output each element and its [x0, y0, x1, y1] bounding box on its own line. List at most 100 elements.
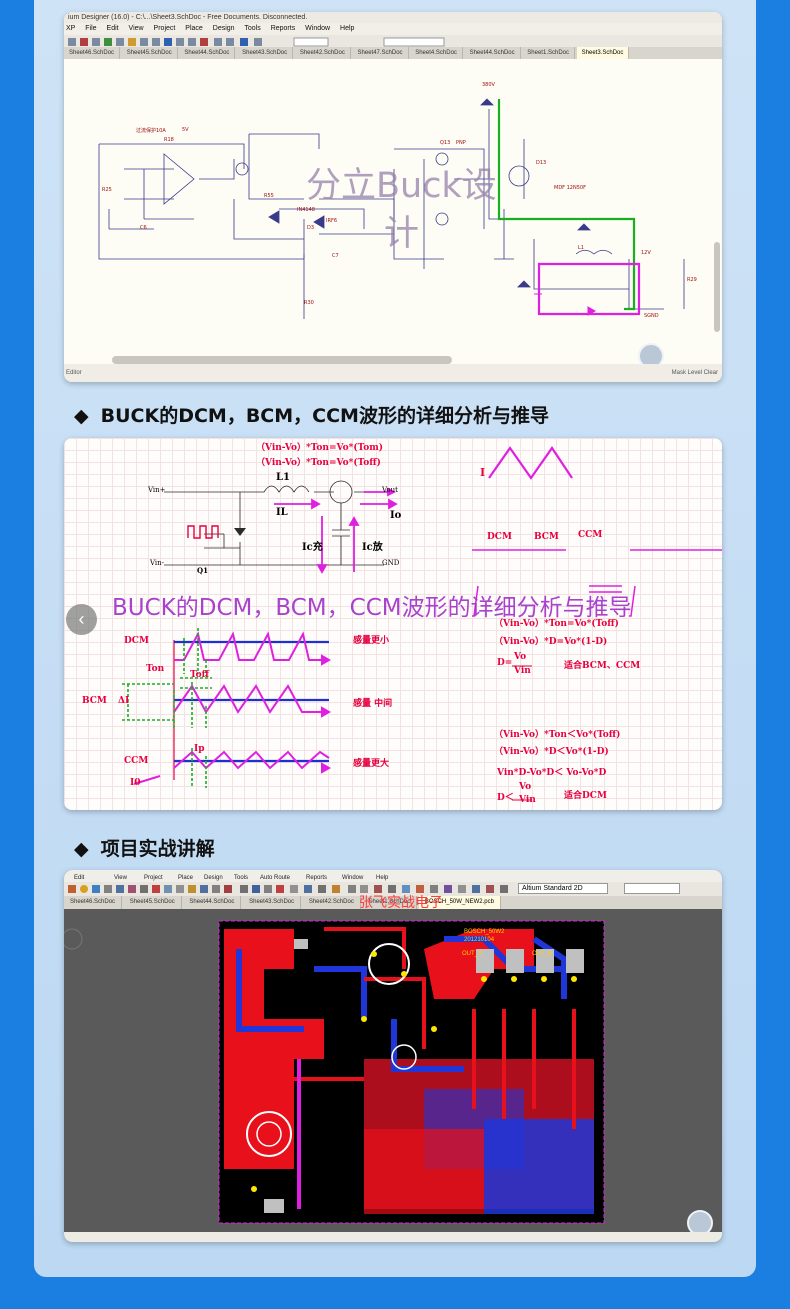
svg-text:R30: R30 — [304, 300, 314, 306]
menu-project[interactable]: Project — [153, 25, 176, 32]
menu-file[interactable]: File — [85, 25, 97, 32]
menu-tools[interactable]: Tools — [244, 25, 261, 32]
status-mask-level[interactable]: Mask Level Clear — [671, 370, 718, 376]
svg-text:D13: D13 — [536, 160, 546, 166]
svg-text:12V: 12V — [641, 250, 651, 256]
eq-dcm-3: Vin*D-Vo*D＜ Vo-Vo*D — [497, 768, 607, 778]
pcb-tab-sheet43[interactable]: Sheet43.SchDoc — [243, 896, 302, 909]
svg-text:R18: R18 — [164, 137, 174, 143]
vertical-scrollbar[interactable] — [714, 242, 720, 332]
document-tabs: Sheet46.SchDoc Sheet45.SchDoc Sheet44.Sc… — [64, 47, 722, 59]
menu-view[interactable]: View — [128, 25, 144, 32]
eq-top-1: （Vin-Vo）*Ton=Vo*(Tom) — [256, 443, 384, 453]
title-overlay: BUCK的DCM，BCM，CCM波形的详细分析与推导 — [112, 595, 632, 621]
menu-xp[interactable]: XP — [66, 25, 76, 32]
tab-sheet43[interactable]: Sheet43.SchDoc — [237, 47, 294, 59]
delta-i-label: ΔI — [118, 696, 130, 706]
chat-bubble-icon[interactable] — [687, 1210, 713, 1236]
pcb-menu-items: Edit View Project Place Design Tools Aut… — [74, 875, 389, 881]
svg-text:SGND: SGND — [644, 313, 659, 319]
vin-plus-label: Vin+ — [148, 486, 166, 494]
tab-sheet1[interactable]: Sheet1.SchDoc — [522, 47, 575, 59]
inductance-small: 感量更小 — [353, 636, 390, 646]
ic-charge-label: Ic充 — [302, 542, 323, 553]
pcb-tab-sheet42[interactable]: Sheet42.SchDoc — [303, 896, 361, 909]
tab-sheet47[interactable]: Sheet47.SchDoc — [353, 47, 409, 59]
menu-bar: XP File Edit View Project Place Design T… — [64, 23, 722, 35]
ccm-label: CCM — [124, 756, 149, 766]
vin-minus-label: Vin- — [150, 559, 165, 567]
pcb-tab-sheet1[interactable]: Sheet1.SchDoc — [363, 896, 418, 909]
tab-sheet45[interactable]: Sheet45.SchDoc — [122, 47, 178, 59]
eq-duty: D= — [497, 658, 513, 668]
svg-text:R29: R29 — [687, 277, 697, 283]
svg-text:R25: R25 — [102, 187, 112, 193]
previous-slide-button[interactable]: ‹ — [66, 604, 97, 635]
menu-window[interactable]: Window — [305, 25, 331, 32]
svg-text:IN4148: IN4148 — [297, 207, 315, 213]
eq-top-2: （Vin-Vo）*Ton=Vo*(Toff) — [256, 458, 381, 468]
tab-sheet42[interactable]: Sheet42.SchDoc — [295, 47, 351, 59]
pcb-tab-sheet44[interactable]: Sheet44.SchDoc — [183, 896, 242, 909]
ic-discharge-label: Ic放 — [362, 542, 383, 553]
svg-text:过流保护10A: 过流保护10A — [136, 127, 166, 134]
svg-text:380V: 380V — [482, 82, 496, 88]
menu-reports[interactable]: Reports — [270, 25, 296, 32]
tab-sheet3[interactable]: Sheet3.SchDoc — [576, 47, 630, 59]
inductance-large: 感量更大 — [353, 759, 390, 769]
section-heading-buck: ◆ BUCK的DCM，BCM，CCM波形的详细分析与推导 — [74, 401, 549, 428]
pcb-menu-view: View — [114, 875, 128, 881]
pcb-menu-place: Place — [178, 875, 194, 881]
i0-label: I0 — [130, 778, 141, 788]
pcb-tab-bosch[interactable]: BOSCH_50W_NEW2.pcb — [418, 896, 501, 909]
eq-dcm-2: （Vin-Vo）*D＜Vo*(1-D) — [494, 747, 609, 757]
toolbar-dropdown[interactable] — [624, 883, 680, 894]
buck-circuit-drawing — [122, 446, 722, 801]
pcb-menu-auto-route: Auto Route — [260, 875, 291, 881]
eq-volt-second-1: （Vin-Vo）*Ton=Vo*(Toff) — [494, 619, 619, 629]
tab-sheet4[interactable]: Sheet4.SchDoc — [410, 47, 463, 59]
pcb-tab-sheet46[interactable]: Sheet46.SchDoc — [64, 896, 123, 909]
toolbar-icons[interactable] — [64, 36, 722, 48]
pcb-menu-design: Design — [204, 875, 223, 881]
menu-edit[interactable]: Edit — [106, 25, 119, 32]
pcb-menu-reports: Reports — [306, 875, 327, 881]
pcb-board-canvas[interactable]: BOSCH_50W2 201210104 OUT_A OUT_B — [64, 909, 722, 1232]
bcm-label: BCM — [82, 696, 107, 706]
board-label-2: 201210104 — [464, 937, 495, 943]
mode-bcm: BCM — [534, 532, 559, 542]
watermark: 张飞实战电子 — [359, 895, 443, 911]
window-title: ium Designer (16.0) - C:\...\Sheet3.SchD… — [64, 12, 722, 23]
chevron-left-icon: ‹ — [78, 609, 85, 629]
tab-sheet44b[interactable]: Sheet44.SchDoc — [465, 47, 521, 59]
board-label-1: BOSCH_50W2 — [464, 929, 505, 935]
svg-text:L1: L1 — [578, 245, 584, 251]
menu-place[interactable]: Place — [185, 25, 203, 32]
pcb-toolbar-icons[interactable] — [68, 884, 508, 894]
horizontal-scrollbar[interactable] — [112, 356, 452, 364]
svg-text:C7: C7 — [332, 253, 339, 259]
heading-text: 项目实战讲解 — [100, 838, 215, 860]
tab-sheet44[interactable]: Sheet44.SchDoc — [179, 47, 236, 59]
eq-dcm-1: （Vin-Vo）*Ton＜Vo*(Toff) — [494, 730, 621, 740]
vout-label: Vout — [382, 486, 398, 494]
diamond-bullet-icon: ◆ — [74, 405, 89, 427]
heading-text: BUCK的DCM，BCM，CCM波形的详细分析与推导 — [100, 405, 549, 427]
tab-sheet46[interactable]: Sheet46.SchDoc — [64, 47, 121, 59]
svg-text:5V: 5V — [182, 127, 189, 133]
q1-label: Q1 — [197, 566, 208, 575]
pcb-menu-help: Help — [376, 875, 389, 881]
buck-derivation-screenshot: （Vin-Vo）*Ton=Vo*(Tom) （Vin-Vo）*Ton=Vo*(T… — [64, 438, 722, 810]
pcb-menu-tools: Tools — [234, 875, 248, 881]
menu-design[interactable]: Design — [212, 25, 235, 32]
menu-help[interactable]: Help — [340, 25, 355, 32]
io-label: Io — [390, 510, 402, 521]
pcb-tab-sheet45[interactable]: Sheet45.SchDoc — [124, 896, 182, 909]
layer-tabs-bar[interactable] — [64, 1232, 722, 1242]
eq-volt-second-2: （Vin-Vo）*D=Vo*(1-D) — [494, 637, 608, 647]
status-editor: Editor — [66, 370, 82, 376]
toolbar — [64, 35, 722, 47]
pcb-menu-window: Window — [342, 875, 364, 881]
view-mode-select[interactable]: Altium Standard 2D — [518, 883, 608, 894]
